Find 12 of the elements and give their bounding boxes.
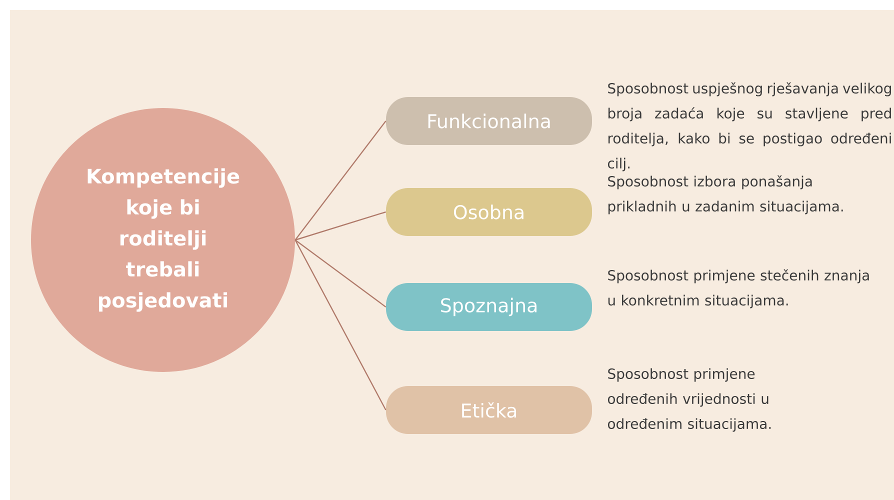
description-text: Sposobnost izbora ponašanja prikladnih u zadanim situacijama. — [608, 175, 843, 214]
connector-line — [294, 240, 386, 410]
category-pill: Etička — [386, 386, 592, 434]
connector-line — [294, 120, 386, 240]
connector-line — [295, 211, 386, 241]
description-text: Sposobnost uspješnog rješavanja velikog broja zadaća koje su stavljene pred roditelja, kako bi se postigao određeni cilj. — [608, 82, 891, 172]
category-pill: Osobna — [386, 188, 592, 236]
connector-line — [294, 240, 386, 308]
description-text: Sposobnost primjene određenih vrijednosti u određenim situacijama. — [608, 368, 771, 432]
category-pill: Spoznajna — [386, 283, 592, 331]
description-text: Sposobnost primjene stečenih znanja u konkretnim situacijama. — [608, 269, 869, 308]
category-pill: Funkcionalna — [386, 97, 592, 145]
